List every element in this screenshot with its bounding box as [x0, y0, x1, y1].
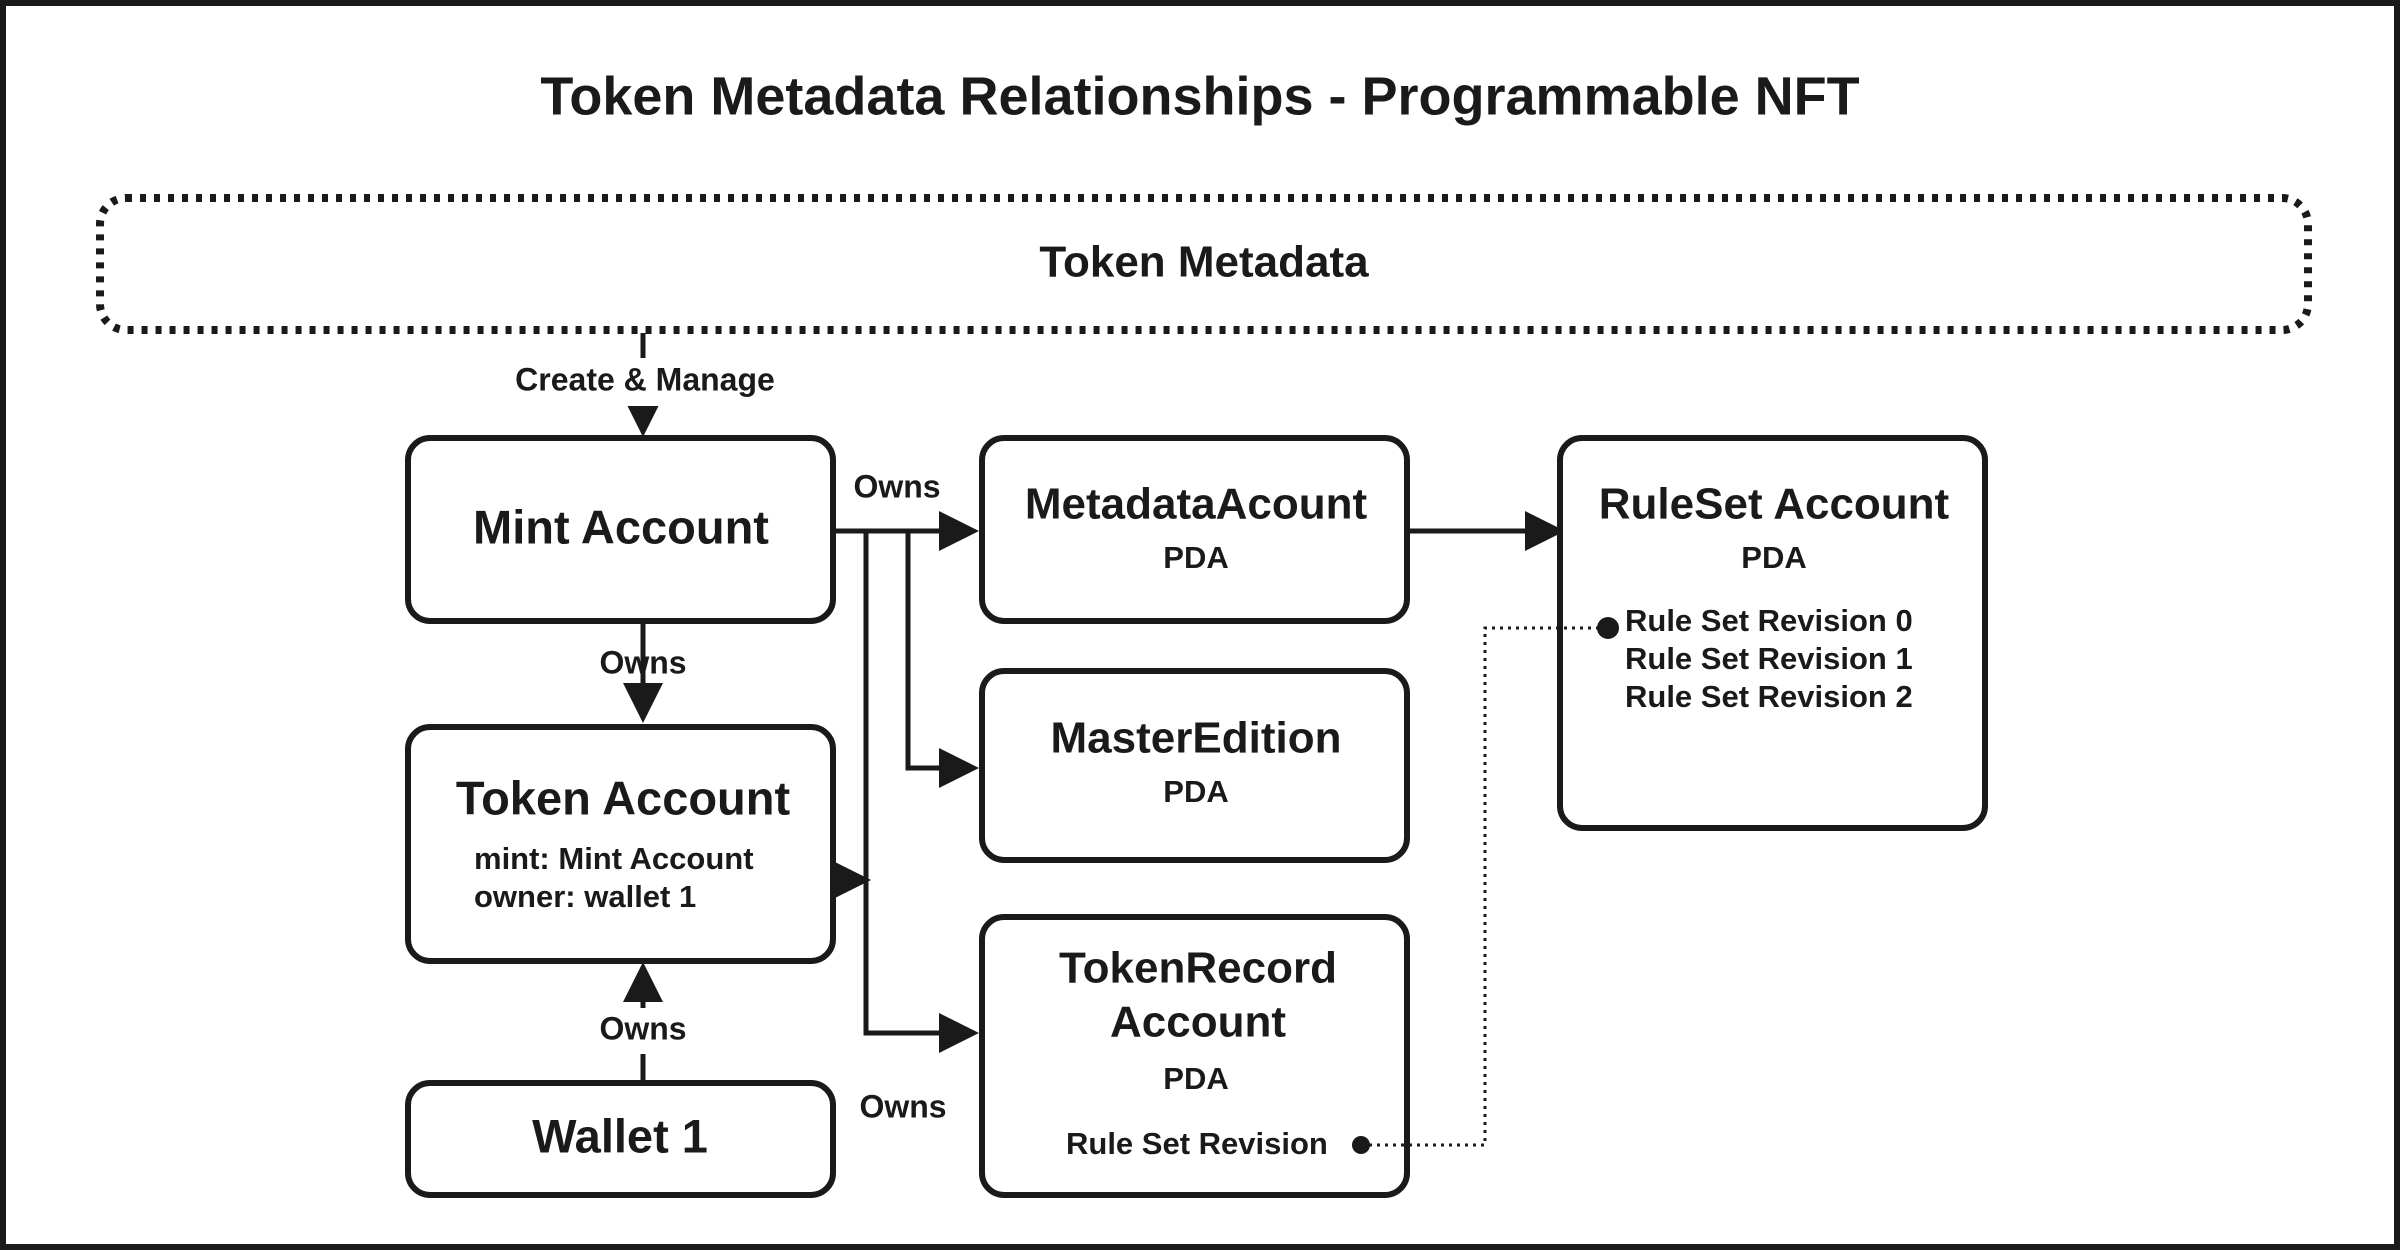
mint-to-token-record-arrow — [863, 531, 979, 1053]
token-record-rule-set-revision: Rule Set Revision — [1066, 1126, 1328, 1161]
token-metadata-program-box — [96, 194, 2312, 334]
metadata-account-box — [979, 435, 1410, 624]
master-edition-box — [979, 668, 1410, 863]
master-edition-pda: PDA — [1163, 774, 1228, 809]
wallet-box — [405, 1080, 836, 1198]
token-account-owner-field: owner: wallet 1 — [474, 879, 696, 914]
token-account-box — [405, 724, 836, 964]
token-owns-record-label: Owns — [859, 1088, 946, 1124]
mint-to-master-edition-arrow — [905, 531, 979, 788]
mint-owns-token-label: Owns — [599, 644, 686, 680]
ruleset-revision-2: Rule Set Revision 2 — [1625, 679, 1913, 714]
wallet-owns-token-label: Owns — [599, 1010, 686, 1046]
mint-account-box — [405, 435, 836, 624]
mint-owns-accounts-label: Owns — [853, 468, 940, 504]
ruleset-account-title: RuleSet Account — [1599, 480, 1950, 529]
mint-account-title: Mint Account — [473, 500, 769, 553]
token-metadata-label: Token Metadata — [1039, 238, 1369, 287]
token-record-title-line1: TokenRecord — [1059, 944, 1337, 993]
token-record-title-line2: Account — [1110, 998, 1286, 1047]
ruleset-revision-0-dot — [1597, 617, 1619, 639]
token-record-box — [979, 914, 1410, 1198]
metadata-account-pda: PDA — [1163, 540, 1228, 575]
token-record-revision-dot — [1352, 1136, 1370, 1154]
master-edition-title: MasterEdition — [1051, 714, 1342, 763]
ruleset-revision-0: Rule Set Revision 0 — [1625, 603, 1913, 638]
ruleset-revision-1: Rule Set Revision 1 — [1625, 641, 1913, 676]
wallet-title: Wallet 1 — [532, 1109, 708, 1162]
ruleset-account-box — [1557, 435, 1988, 831]
metadata-account-title: MetadataAcount — [1025, 480, 1368, 529]
token-account-title: Token Account — [456, 771, 791, 824]
create-manage-label: Create & Manage — [515, 361, 775, 397]
token-record-pda: PDA — [1163, 1061, 1228, 1096]
ruleset-account-pda: PDA — [1741, 540, 1806, 575]
diagram-title: Token Metadata Relationships - Programma… — [540, 66, 1859, 126]
token-account-mint-field: mint: Mint Account — [474, 841, 754, 876]
